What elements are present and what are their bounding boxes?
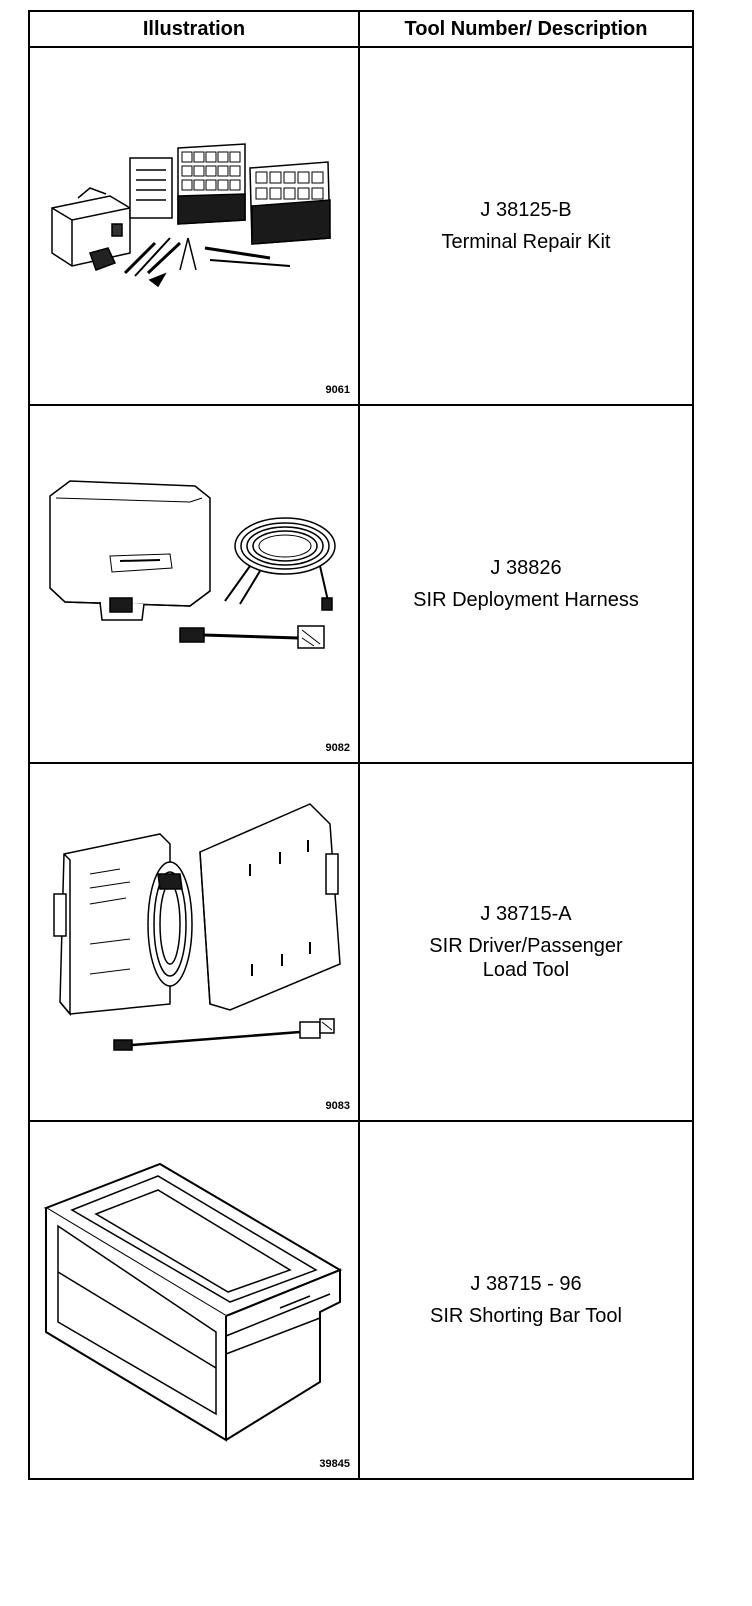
tool-description: SIR Driver/Passenger Load Tool xyxy=(429,935,623,981)
tool-description-cell: J 38826 SIR Deployment Harness xyxy=(360,406,692,762)
load-tool-illustration xyxy=(53,803,341,1051)
table-row: 9082 J 38826 SIR Deployment Harness xyxy=(30,406,692,764)
tool-description: SIR Deployment Harness xyxy=(413,589,639,611)
illustration-cell: 39845 xyxy=(30,1122,360,1478)
figure-number: 39845 xyxy=(319,1458,350,1470)
shorting-bar-tool-illustration xyxy=(43,1162,343,1442)
figure-number: 9082 xyxy=(325,742,350,754)
illustration-cell: 9083 xyxy=(30,764,360,1120)
tool-description-cell: J 38715-A SIR Driver/Passenger Load Tool xyxy=(360,764,692,1120)
table-row: 39845 J 38715 - 96 SIR Shorting Bar Tool xyxy=(30,1122,692,1478)
deployment-harness-illustration xyxy=(49,480,336,649)
tool-table: Illustration Tool Number/ Description xyxy=(28,10,694,1480)
terminal-repair-kit-illustration xyxy=(51,143,331,288)
illustration-cell: 9061 xyxy=(30,48,360,404)
header-tool-number-description: Tool Number/ Description xyxy=(404,17,648,40)
illustration-cell: 9082 xyxy=(30,406,360,762)
tool-description-cell: J 38125-B Terminal Repair Kit xyxy=(360,48,692,404)
tool-description: Terminal Repair Kit xyxy=(441,231,611,253)
figure-number: 9083 xyxy=(325,1100,350,1112)
tool-number: J 38715 - 96 xyxy=(470,1273,582,1295)
tool-number: J 38125-B xyxy=(480,199,572,221)
table-row: 9083 J 38715-A SIR Driver/Passenger Load… xyxy=(30,764,692,1122)
tool-description-cell: J 38715 - 96 SIR Shorting Bar Tool xyxy=(360,1122,692,1478)
tool-number: J 38826 xyxy=(490,557,562,579)
table-row: 9061 J 38125-B Terminal Repair Kit xyxy=(30,48,692,406)
header-illustration: Illustration xyxy=(30,12,360,46)
table-header-row: Illustration Tool Number/ Description xyxy=(30,12,692,48)
tool-number: J 38715-A xyxy=(480,903,572,925)
figure-number: 9061 xyxy=(325,384,350,396)
tool-description: SIR Shorting Bar Tool xyxy=(430,1305,622,1327)
